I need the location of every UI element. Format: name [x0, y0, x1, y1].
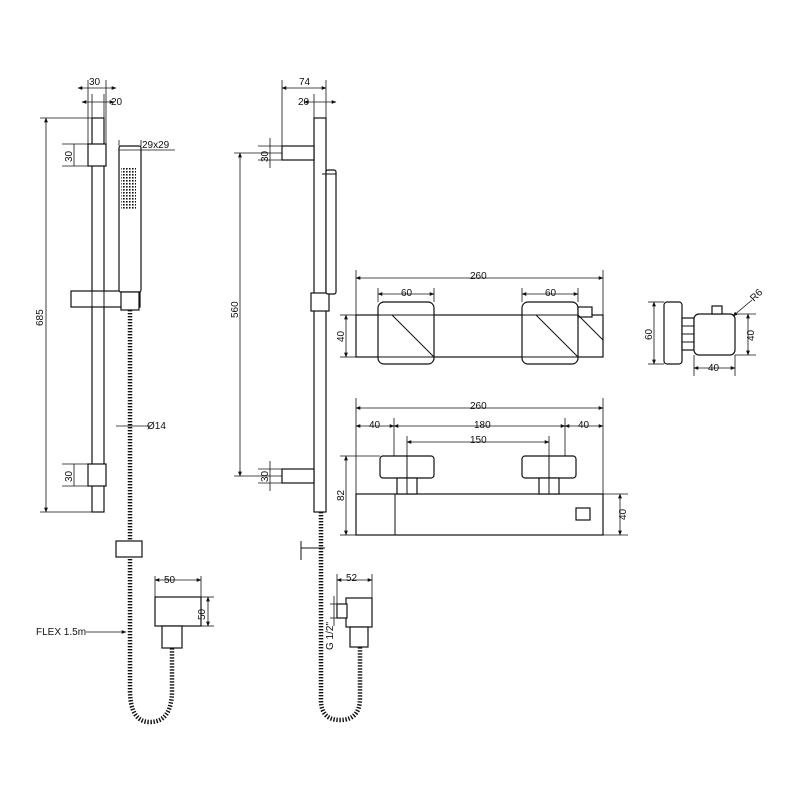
- label-flex-hose: FLEX 1.5m: [36, 627, 86, 638]
- bottom-bracket: [87, 463, 107, 487]
- bottom-bracket-side: [281, 468, 315, 484]
- dim-bracket-bottom-side: 30: [260, 470, 271, 482]
- dim-valve-length-top: 260: [470, 271, 487, 282]
- dim-valve-height-top: 40: [336, 330, 347, 342]
- dim-outlet-width: 50: [164, 575, 176, 586]
- hand-shower-side: [325, 169, 337, 295]
- spray-face: [121, 168, 136, 210]
- flexible-hose: [127, 310, 175, 725]
- dim-handle-right: 60: [545, 288, 557, 299]
- rail-side-view: 74 20 560 30 30 52 G 1/2": [230, 77, 373, 723]
- side-backplate: [663, 301, 683, 365]
- dim-left-inset: 40: [369, 420, 381, 431]
- dim-side-height: 60: [644, 328, 655, 340]
- outlet-thread: [336, 603, 348, 619]
- top-bracket-side: [281, 145, 315, 161]
- dim-handle-width: 40: [708, 363, 720, 374]
- slider-side: [310, 292, 330, 312]
- wall-outlet-side: [345, 597, 373, 628]
- top-bracket: [87, 143, 107, 167]
- hose-connector: [120, 291, 140, 311]
- dim-bracket-bottom: 30: [64, 470, 75, 482]
- dim-hose-diameter: Ø14: [147, 421, 166, 432]
- dim-handset-size: 29x29: [142, 140, 170, 151]
- side-handle: [693, 313, 736, 356]
- riser-rail: [91, 117, 105, 513]
- temp-indicator: [575, 507, 591, 521]
- outlet-nut-side: [349, 626, 369, 648]
- dim-outlet-height: 50: [197, 608, 208, 620]
- wall-outlet: [154, 596, 202, 627]
- dim-outlet-depth: 52: [346, 573, 358, 584]
- side-spindle: [711, 305, 723, 315]
- dim-centres-max: 180: [474, 420, 491, 431]
- handle-left-top: [377, 301, 435, 365]
- valve-side-view: 60 40 40 R6: [644, 287, 765, 376]
- dim-centres: 560: [230, 301, 241, 318]
- dim-bracket-top: 30: [64, 150, 75, 162]
- hose-retainer: [115, 540, 143, 558]
- outlet-nut: [161, 625, 183, 649]
- dim-valve-length-front: 260: [470, 401, 487, 412]
- dim-overall-height: 82: [336, 489, 347, 501]
- valve-top-view: 260 60 60 40: [336, 270, 604, 365]
- dim-right-inset: 40: [578, 420, 590, 431]
- dim-handle-left: 60: [401, 288, 413, 299]
- rail-front-view: 30 20 685 30 30 29x29 Ø14 50 50 FLEX 1.5…: [35, 77, 214, 725]
- hand-shower: [118, 145, 142, 293]
- handle-right-top: [521, 301, 579, 365]
- riser-rail-side: [313, 117, 327, 513]
- outlet-stub-top: [577, 306, 593, 318]
- dim-body-height: 40: [618, 508, 629, 520]
- flexible-hose-side: [318, 512, 363, 723]
- dim-projection: 74: [299, 77, 311, 88]
- dim-bracket-top-side: 30: [260, 150, 271, 162]
- valve-body-front: [355, 493, 604, 536]
- valve-front-view: 260 40 180 40 150 82 40: [336, 398, 629, 536]
- dim-rail-width: 20: [111, 97, 123, 108]
- dim-rail-height: 685: [35, 309, 46, 326]
- dim-centres-min: 150: [470, 435, 487, 446]
- dim-rail-width-side: 20: [298, 97, 310, 108]
- dim-handle-height: 40: [746, 329, 757, 341]
- dim-thread: G 1/2": [325, 622, 336, 650]
- dim-rail-offset: 30: [89, 77, 101, 88]
- dim-radius: R6: [748, 287, 765, 304]
